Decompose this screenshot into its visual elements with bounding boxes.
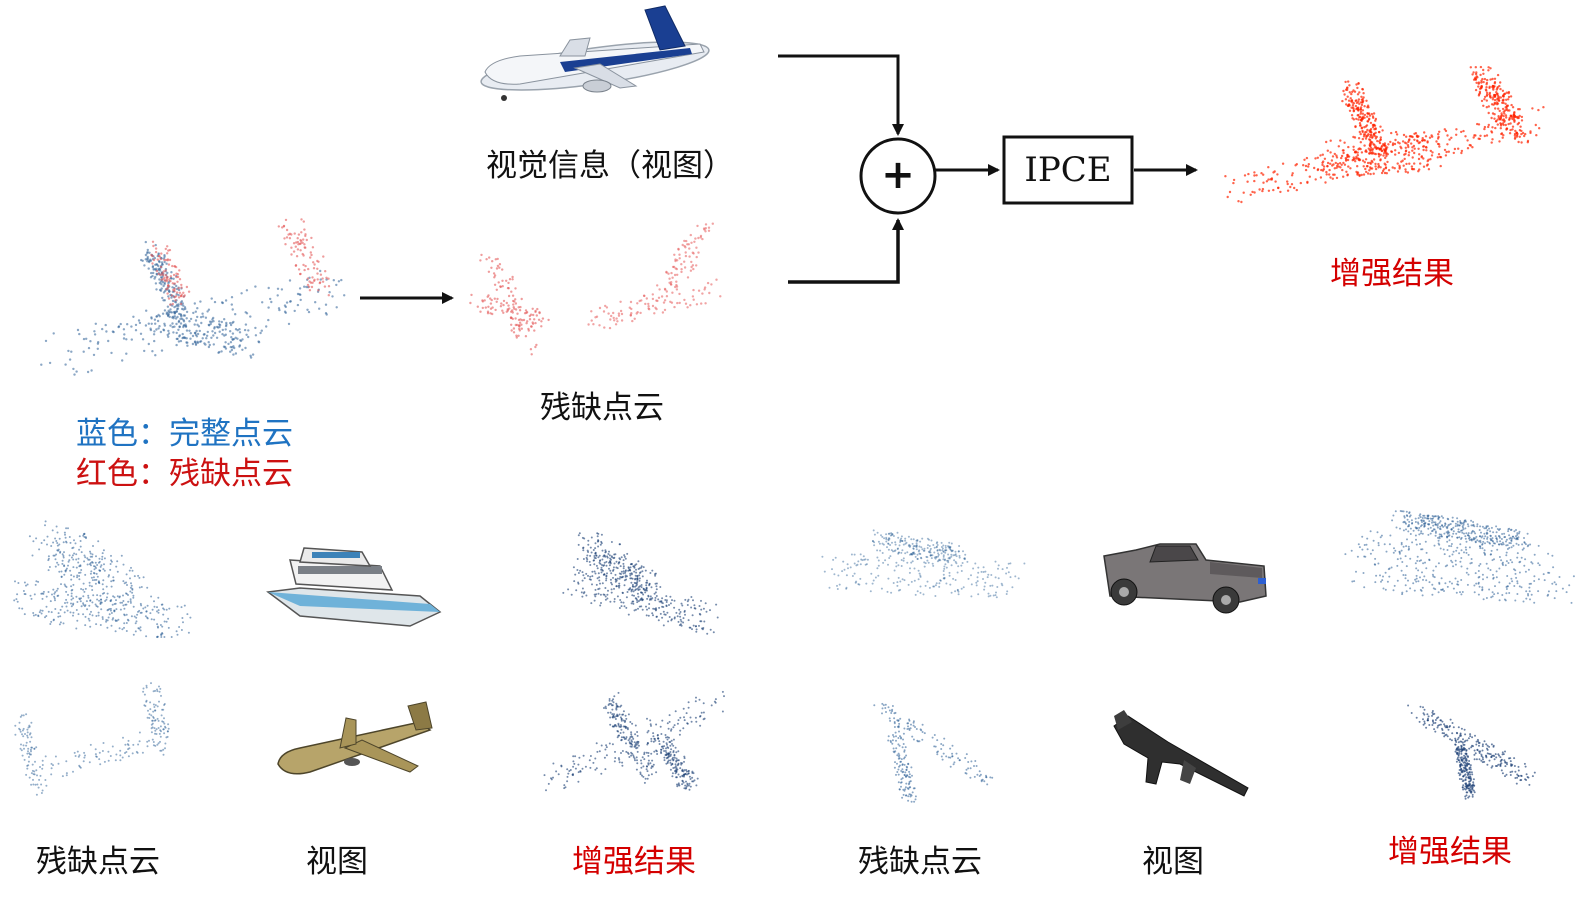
visual-info-label: 视觉信息（视图） — [486, 148, 734, 184]
bottom-label-partial-2: 残缺点云 — [858, 844, 982, 880]
bottom-label-partial-1: 残缺点云 — [36, 844, 160, 880]
airliner-render-icon — [277, 701, 433, 775]
truck-partial-cloud — [821, 529, 1026, 599]
bottom-label-view-2: 视图 — [1142, 844, 1204, 880]
bottom-label-result-2: 增强结果 — [1388, 834, 1512, 870]
ipce-box — [1002, 135, 1134, 205]
bottom-label-result-1: 增强结果 — [572, 844, 696, 880]
complete-point-cloud-airplane — [40, 218, 346, 376]
pickup-truck-render-icon — [1103, 543, 1267, 614]
legend-red: 红色：残缺点云 — [76, 454, 293, 494]
arrow-cloud-to-fusion — [788, 218, 904, 284]
legend-blue-prefix: 蓝色： — [76, 416, 169, 452]
legend-blue-text: 完整点云 — [169, 416, 293, 452]
airplane-render-icon — [480, 5, 710, 101]
fusion-plus-circle — [859, 137, 937, 215]
boat-render-icon — [266, 547, 442, 627]
bottom-label-view-1: 视图 — [306, 844, 368, 880]
rifle-partial-cloud — [873, 702, 994, 803]
result-label: 增强结果 — [1330, 256, 1454, 292]
legend-blue: 蓝色：完整点云 — [76, 414, 293, 454]
airliner-partial-cloud — [14, 682, 170, 796]
truck-enhanced-cloud — [1344, 510, 1575, 604]
legend-red-text: 残缺点云 — [169, 456, 293, 492]
enhanced-point-cloud — [1224, 65, 1545, 204]
rifle-enhanced-cloud — [1407, 704, 1536, 800]
legend-red-prefix: 红色： — [76, 456, 169, 492]
plus-icon: + — [881, 152, 915, 198]
airliner-enhanced-cloud — [543, 690, 725, 792]
partial-cloud-label: 残缺点云 — [540, 390, 664, 426]
ipce-label: IPCE — [1024, 150, 1112, 190]
boat-enhanced-cloud — [562, 532, 719, 635]
arrow-visual-to-fusion — [778, 54, 904, 136]
boat-partial-cloud — [13, 520, 192, 639]
partial-point-cloud — [469, 222, 722, 356]
rifle-render-icon — [1113, 710, 1249, 797]
